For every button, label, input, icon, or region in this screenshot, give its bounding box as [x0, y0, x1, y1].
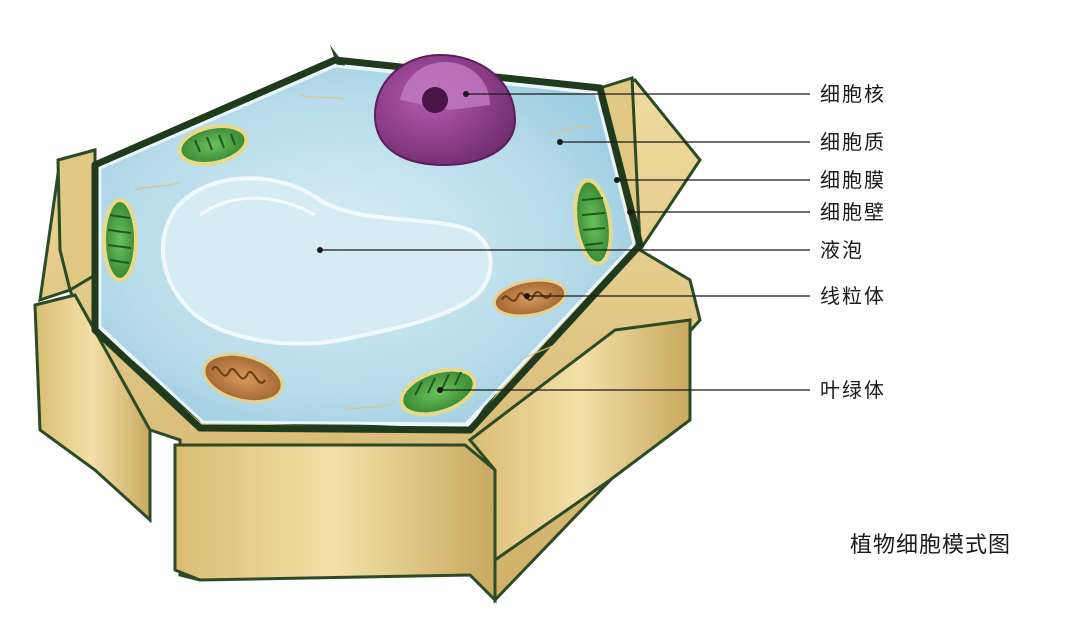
cell-wall-right-panel	[467, 318, 692, 563]
vacuole-highlight	[199, 196, 316, 217]
leader-wall-dot	[627, 209, 633, 215]
cytoplasm-strands	[134, 94, 591, 411]
chloroplast-1	[177, 124, 249, 166]
label-cytoplasm: 细胞质	[820, 130, 886, 154]
leader-mitochondria-dot	[524, 293, 530, 299]
leader-chloroplast-dot	[437, 387, 443, 393]
leader-membrane-dot	[614, 177, 620, 183]
label-chloroplast: 叶绿体	[820, 378, 886, 402]
cell-wall-back-left	[56, 148, 97, 293]
leader-vacuole-dot	[317, 247, 323, 253]
leader-lines	[317, 91, 810, 393]
label-membrane: 细胞膜	[820, 168, 886, 192]
cell-membrane	[91, 56, 644, 434]
vacuole	[161, 176, 493, 346]
chloroplast-3	[573, 178, 613, 266]
label-wall: 细胞壁	[820, 200, 886, 224]
label-vacuole: 液泡	[820, 238, 864, 262]
leader-cytoplasm-dot	[557, 139, 563, 145]
labels: 细胞核 细胞质 细胞膜 细胞壁 液泡 线粒体 叶绿体	[820, 82, 886, 402]
nucleus	[373, 53, 517, 167]
label-nucleus: 细胞核	[820, 82, 886, 106]
cell-wall-front-panel	[173, 443, 497, 604]
label-mitochondria: 线粒体	[820, 284, 886, 308]
diagram-caption: 植物细胞模式图	[850, 533, 1011, 558]
cell-wall-left-panel	[33, 293, 152, 524]
nucleolus	[422, 87, 448, 113]
leader-nucleus-dot	[463, 91, 469, 97]
chloroplast-2	[102, 198, 138, 282]
mitochondrion-2	[202, 352, 284, 404]
